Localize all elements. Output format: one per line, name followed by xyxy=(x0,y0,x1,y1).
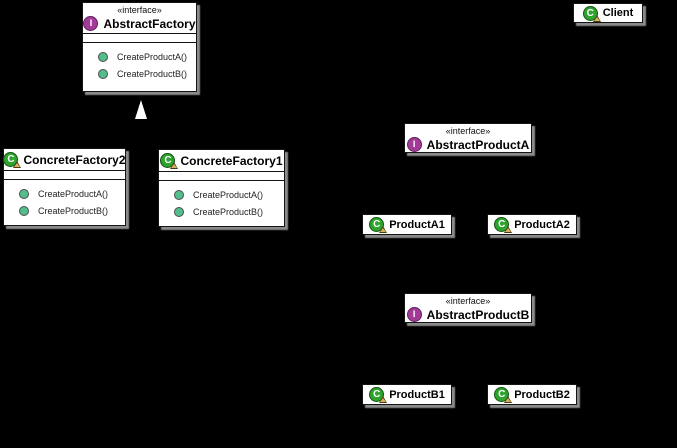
class-name: ConcreteFactory1 xyxy=(180,153,283,168)
class-icon-badge xyxy=(13,161,22,168)
stereotype-label: «interface» xyxy=(117,5,162,15)
class-icon: C xyxy=(3,152,22,168)
class-product-b2: C ProductB2 xyxy=(487,384,577,405)
interface-icon: I xyxy=(406,137,422,152)
class-icon: C xyxy=(369,217,388,233)
class-name: AbstractProductA xyxy=(426,137,530,152)
attributes-compartment xyxy=(83,34,196,43)
method-item: CreateProductB() xyxy=(159,203,284,220)
class-name: ConcreteFactory2 xyxy=(23,152,126,167)
class-product-a2: C ProductA2 xyxy=(487,214,577,235)
attributes-compartment xyxy=(4,171,125,180)
class-client: C Client xyxy=(573,3,643,23)
class-abstract-factory: «interface» I AbstractFactory CreateProd… xyxy=(82,2,197,92)
class-name: ProductA1 xyxy=(389,218,445,231)
class-concrete-factory1: C ConcreteFactory1 CreateProductA() Crea… xyxy=(158,149,285,227)
class-concrete-factory2: C ConcreteFactory2 CreateProductA() Crea… xyxy=(3,148,126,226)
method-label: CreateProductB() xyxy=(38,205,109,216)
class-header: «interface» I AbstractFactory xyxy=(83,3,196,34)
methods-compartment: CreateProductA() CreateProductB() xyxy=(4,180,125,219)
stereotype-label: «interface» xyxy=(445,296,491,306)
class-icon: C xyxy=(494,387,513,403)
generalization-arrowhead-icon xyxy=(135,100,147,119)
interface-icon: I xyxy=(83,16,99,31)
class-icon: C xyxy=(582,5,601,22)
methods-compartment: CreateProductA() CreateProductB() xyxy=(83,43,196,82)
public-method-icon xyxy=(98,68,108,79)
class-icon-badge xyxy=(504,226,513,233)
class-icon-badge xyxy=(170,162,179,169)
methods-compartment: CreateProductA() CreateProductB() xyxy=(159,181,284,220)
method-label: CreateProductA() xyxy=(117,51,188,62)
class-abstract-product-b: «interface» I AbstractProductB xyxy=(404,293,532,323)
class-icon: C xyxy=(494,217,513,233)
class-icon: C xyxy=(369,387,388,403)
class-icon-badge xyxy=(504,396,513,403)
class-icon-badge xyxy=(379,226,388,233)
public-method-icon xyxy=(174,206,184,217)
public-method-icon xyxy=(19,188,29,199)
public-method-icon xyxy=(98,51,108,62)
class-name: ProductB1 xyxy=(389,388,445,401)
method-label: CreateProductA() xyxy=(38,188,109,199)
method-label: CreateProductB() xyxy=(193,206,264,217)
class-header: C ConcreteFactory2 xyxy=(3,149,126,171)
attributes-compartment xyxy=(159,172,284,181)
class-product-b1: C ProductB1 xyxy=(362,384,452,405)
method-item: CreateProductB() xyxy=(83,65,196,82)
class-header: C ConcreteFactory1 xyxy=(159,150,284,172)
class-name: Client xyxy=(602,7,634,19)
class-icon-badge xyxy=(379,396,388,403)
class-name: ProductA2 xyxy=(514,218,570,231)
class-icon: C xyxy=(160,153,179,169)
method-item: CreateProductA() xyxy=(159,186,284,203)
public-method-icon xyxy=(19,205,29,216)
interface-icon: I xyxy=(406,307,422,322)
class-product-a1: C ProductA1 xyxy=(362,214,452,235)
method-item: CreateProductA() xyxy=(83,48,196,65)
stereotype-label: «interface» xyxy=(445,126,491,136)
method-item: CreateProductA() xyxy=(4,185,125,202)
method-label: CreateProductB() xyxy=(117,68,188,79)
class-abstract-product-a: «interface» I AbstractProductA xyxy=(404,123,532,153)
class-name: AbstractProductB xyxy=(426,307,530,322)
method-item: CreateProductB() xyxy=(4,202,125,219)
class-name: AbstractFactory xyxy=(103,16,196,31)
public-method-icon xyxy=(174,189,184,200)
class-icon-badge xyxy=(592,14,601,22)
method-label: CreateProductA() xyxy=(193,189,264,200)
class-name: ProductB2 xyxy=(514,388,570,401)
